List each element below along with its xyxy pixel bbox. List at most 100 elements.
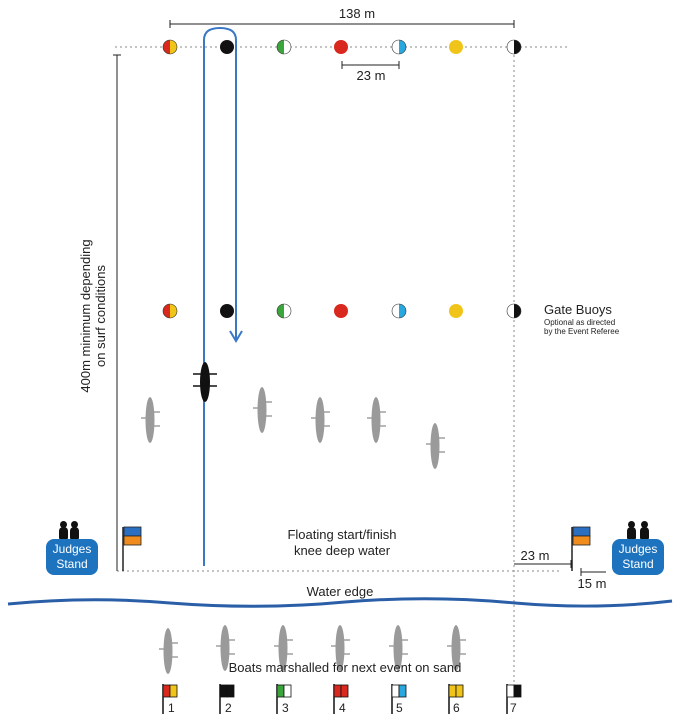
buoy-left-half [277,40,284,54]
start-finish-label: Floating start/finish knee deep water [287,527,397,558]
buoy-left-half [392,40,399,54]
buoy-outline [391,39,407,55]
flag-left [391,684,400,698]
right-start-flag [571,526,591,571]
buoy-left-half [449,304,456,318]
boat-hull [220,625,230,671]
buoy-outline [276,303,292,319]
buoy-icon [220,40,234,54]
buoy-outline [162,39,178,55]
boat-icon [274,625,293,671]
lane-flags [162,684,522,714]
buoy-icon [391,39,407,55]
judge-person-icon [70,521,79,539]
course-length-label: 400m minimum depending on surf condition… [78,239,108,393]
judge-person-icon [59,521,68,539]
buoy-left-half [163,304,170,318]
lane-flag-icon [448,684,464,714]
buoy-left-half [220,304,227,318]
buoy-outline [506,39,522,55]
gate-buoy-row [162,303,522,319]
boats-on-water [141,387,445,469]
buoy-right-half [514,304,521,318]
boat-hull [393,625,403,671]
buoy-outline [276,39,292,55]
buoy-right-half [514,40,521,54]
buoy-right-half [227,304,234,318]
left-start-flag [122,526,142,571]
buoy-left-half [220,40,227,54]
buoy-outline [506,303,522,319]
buoy-icon [334,304,348,318]
boat-icon [389,625,408,671]
flag-left [162,684,171,698]
race-route [203,26,237,566]
flag-right [169,684,178,698]
buoy-icon [162,39,178,55]
judges-stand-right-label: Judges Stand [612,539,664,575]
finish-buoy-row [162,39,522,55]
buoy-icon [334,40,348,54]
start-flag-icon [572,526,591,537]
flag-right [455,684,464,698]
flag-left [333,684,342,698]
boat-icon [200,362,210,402]
boat-hull [163,628,173,674]
buoy-right-half [341,304,348,318]
buoy-left-half [449,40,456,54]
buoy-left-half [392,304,399,318]
marshalled-label: Boats marshalled for next event on sand [228,660,462,675]
buoy-right-half [284,40,291,54]
boat-icon [159,628,178,674]
lane-number-3: 3 [282,701,289,715]
start-offset-label: 23 m [520,548,550,563]
flag-left [219,684,228,698]
buoy-right-half [284,304,291,318]
boat-hull [257,387,267,433]
judge-offset-label: 15 m [577,576,607,591]
lane-flag-icon [333,684,349,714]
buoy-icon [449,304,463,318]
boat-hull [315,397,325,443]
boat-icon [216,625,235,671]
buoy-left-half [334,304,341,318]
buoy-right-half [456,304,463,318]
lane-number-7: 7 [510,701,517,715]
buoy-left-half [277,304,284,318]
buoy-outline [162,303,178,319]
gate-buoys-note: Optional as directed by the Event Refere… [544,318,620,336]
water-edge-label: Water edge [306,584,374,599]
course-lines [7,20,673,690]
flag-right [513,684,522,698]
buoy-icon [506,303,522,319]
boat-icon [331,625,350,671]
lane-flag-icon [276,684,292,714]
judge-person-icon [627,521,636,539]
flag-left [276,684,285,698]
start-flag-icon [572,535,591,546]
buoy-left-half [163,40,170,54]
boat-icon [311,397,330,443]
start-flag-icon [123,526,142,537]
buoy-icon [449,40,463,54]
boat-icon [253,387,272,433]
judge-person-icon [640,521,649,539]
lane-number-4: 4 [339,701,346,715]
boat-icon [447,625,466,671]
lane-flag-icon [391,684,407,714]
flag-left [448,684,457,698]
lane-flag-icon [219,684,235,714]
judges-stand-left-label: Judges Stand [46,539,98,575]
lane-flag-icon [506,684,522,714]
lane-number-5: 5 [396,701,403,715]
buoy-icon [276,39,292,55]
lane-number-1: 1 [168,701,175,715]
boat-hull [371,397,381,443]
flag-right [283,684,292,698]
flag-right [398,684,407,698]
flag-right [226,684,235,698]
flag-left [506,684,515,698]
buoy-right-half [170,40,177,54]
water-edge-line [7,597,673,608]
